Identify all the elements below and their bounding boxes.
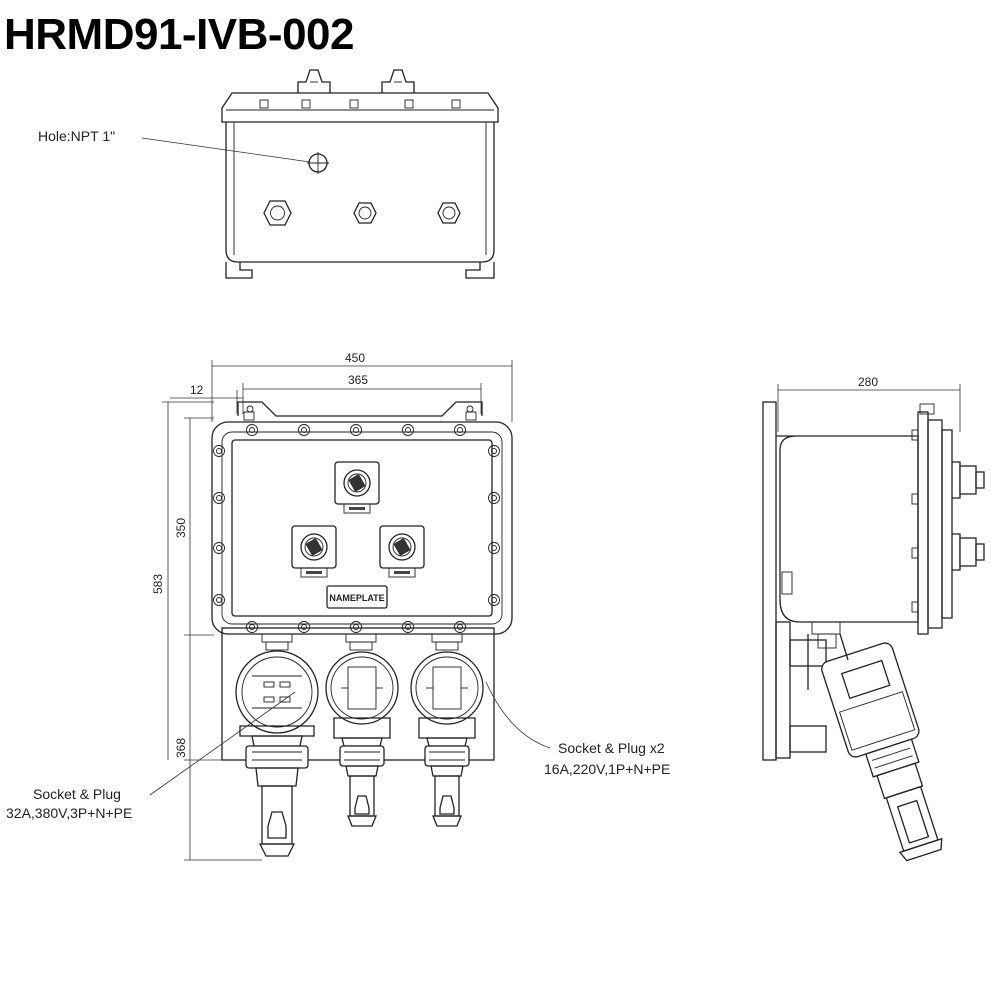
rotary-switch-right	[379, 525, 425, 578]
cable-gland-hex	[263, 200, 461, 226]
dimension-583: 583	[151, 574, 165, 594]
flange-bolts	[213, 424, 500, 633]
nameplate	[326, 585, 388, 609]
socket-16a-left	[325, 651, 399, 827]
nameplate-label: NAMEPLATE	[329, 593, 384, 603]
rotary-switch-main	[334, 461, 380, 514]
dimension-12: 12	[190, 383, 204, 397]
dimension-368: 368	[174, 738, 188, 758]
dimension-365: 365	[348, 373, 368, 387]
socket-16a-label-1: Socket & Plug x2	[558, 740, 665, 756]
hole-label: Hole:NPT 1"	[38, 128, 115, 144]
socket-32a-label-1: Socket & Plug	[33, 786, 121, 802]
socket-16a-right	[410, 651, 484, 827]
side-switch-knobs	[952, 461, 985, 571]
connection-glands	[261, 633, 463, 651]
socket-32a	[235, 650, 319, 857]
side-view: 280	[762, 375, 985, 862]
top-view: Hole:NPT 1"	[38, 69, 499, 279]
dimension-450: 450	[345, 351, 365, 365]
rotary-switch-left	[291, 525, 337, 578]
socket-16a-label-2: 16A,220V,1P+N+PE	[544, 761, 670, 777]
side-socket	[821, 642, 943, 862]
drawing-title: HRMD91-IVB-002	[4, 10, 354, 59]
dimension-350: 350	[174, 518, 188, 538]
dimension-280: 280	[858, 375, 878, 389]
front-view: 450 365 12 583 350 368	[6, 351, 670, 861]
socket-32a-label-2: 32A,380V,3P+N+PE	[6, 805, 132, 821]
